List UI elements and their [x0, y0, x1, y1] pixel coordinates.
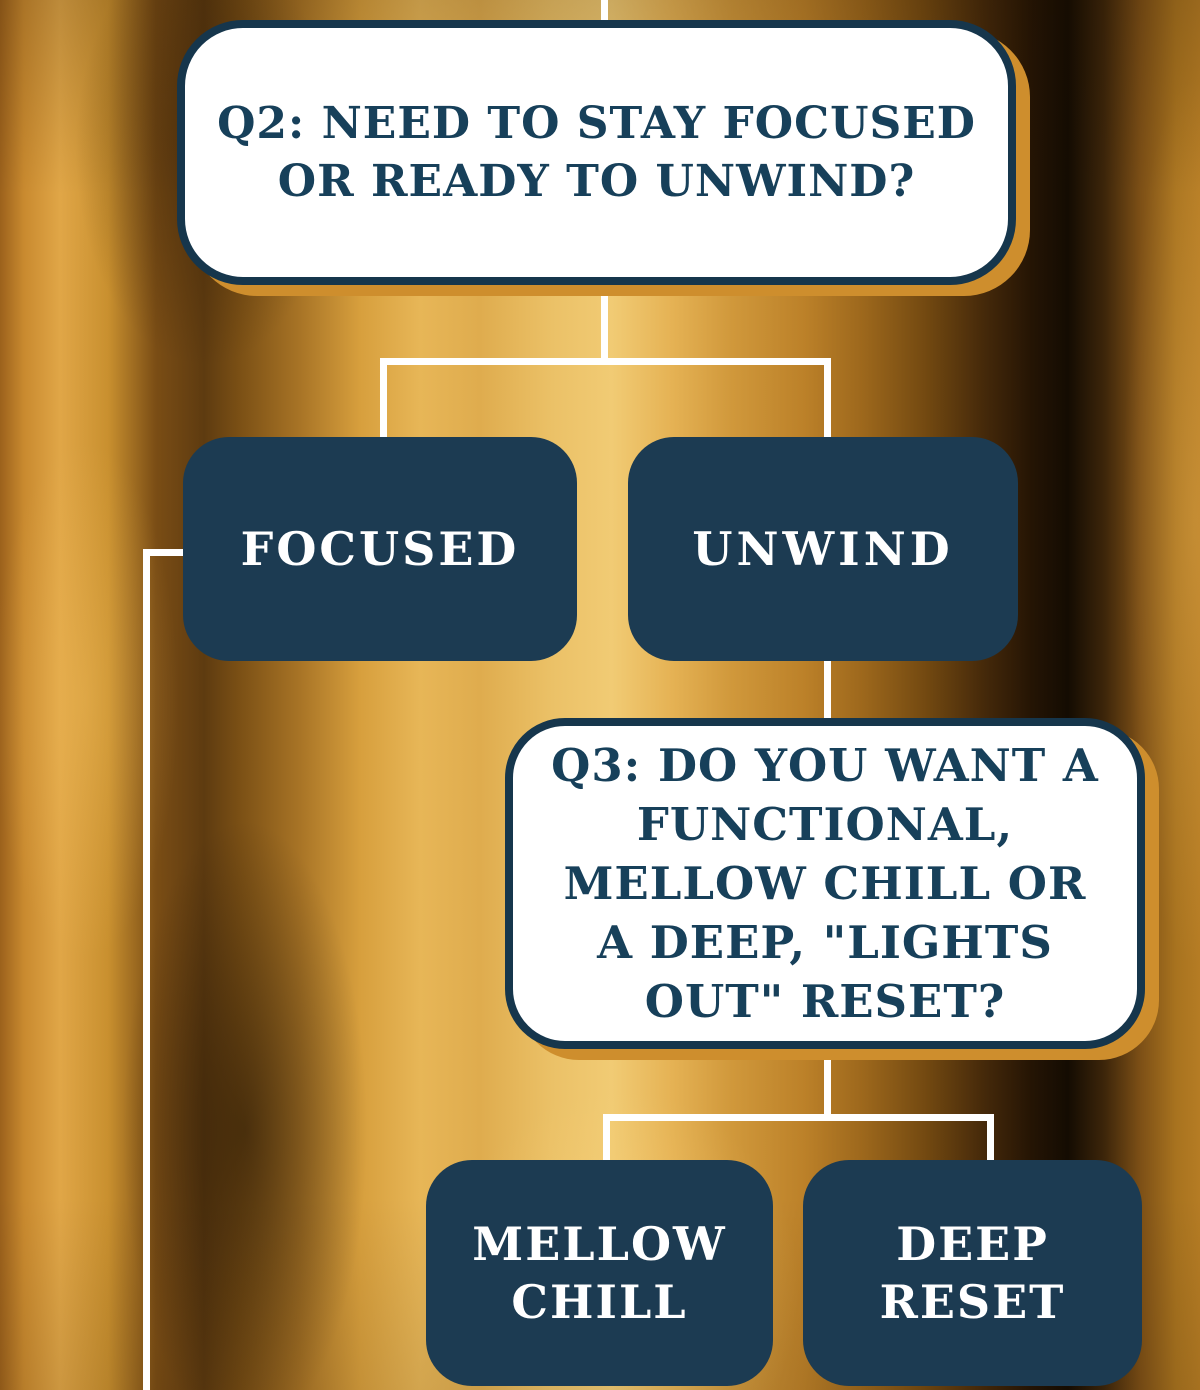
deep-reset-line-2: RESET [879, 1275, 1066, 1329]
connector-q2-down [601, 283, 608, 365]
node-answer-unwind: UNWIND [628, 437, 1018, 661]
node-question-q2-text: Q2: NEED TO STAY FOCUSED OR READY TO UNW… [217, 95, 976, 211]
node-answer-focused-text: FOCUSED [241, 522, 520, 576]
node-answer-unwind-text: UNWIND [692, 522, 953, 576]
unwind-label: UNWIND [692, 522, 954, 576]
q2-line-1: Q2: NEED TO STAY FOCUSED [217, 97, 976, 149]
connector-q3-down [824, 1040, 831, 1120]
node-question-q2: Q2: NEED TO STAY FOCUSED OR READY TO UNW… [177, 20, 1016, 285]
focused-label: FOCUSED [240, 522, 520, 576]
connector-drop-unwind [824, 358, 831, 443]
q3-line-1: Q3: DO YOU WANT A [551, 739, 1099, 792]
node-answer-mellow-chill-text: MELLOW CHILL [472, 1215, 726, 1331]
mellow-chill-line-2: CHILL [511, 1275, 688, 1329]
connector-q2-branch [380, 358, 831, 365]
node-question-q3: Q3: DO YOU WANT A FUNCTIONAL, MELLOW CHI… [505, 718, 1145, 1049]
node-answer-deep-reset-text: DEEP RESET [880, 1215, 1066, 1331]
node-answer-focused: FOCUSED [183, 437, 577, 661]
connector-top-stub [601, 0, 608, 22]
q2-line-2: OR READY TO UNWIND? [277, 155, 916, 207]
deep-reset-line-1: DEEP [896, 1217, 1049, 1271]
node-answer-deep-reset: DEEP RESET [803, 1160, 1142, 1386]
connector-drop-mellow-chill [603, 1114, 610, 1166]
connector-unwind-to-q3 [824, 652, 831, 722]
connector-drop-focused [380, 358, 387, 443]
mellow-chill-line-1: MELLOW [472, 1217, 727, 1271]
q3-line-4: A DEEP, "LIGHTS [597, 916, 1053, 969]
node-answer-mellow-chill: MELLOW CHILL [426, 1160, 773, 1386]
connector-drop-deep-reset [987, 1114, 994, 1166]
connector-q3-branch [603, 1114, 994, 1121]
q3-line-3: MELLOW CHILL OR [563, 857, 1087, 910]
q3-line-2: FUNCTIONAL, [636, 798, 1014, 851]
connector-focused-elbow-h [143, 549, 190, 556]
connector-focused-elbow-down [143, 549, 150, 1390]
q3-line-5: OUT" RESET? [644, 975, 1006, 1028]
node-question-q3-text: Q3: DO YOU WANT A FUNCTIONAL, MELLOW CHI… [551, 736, 1099, 1031]
